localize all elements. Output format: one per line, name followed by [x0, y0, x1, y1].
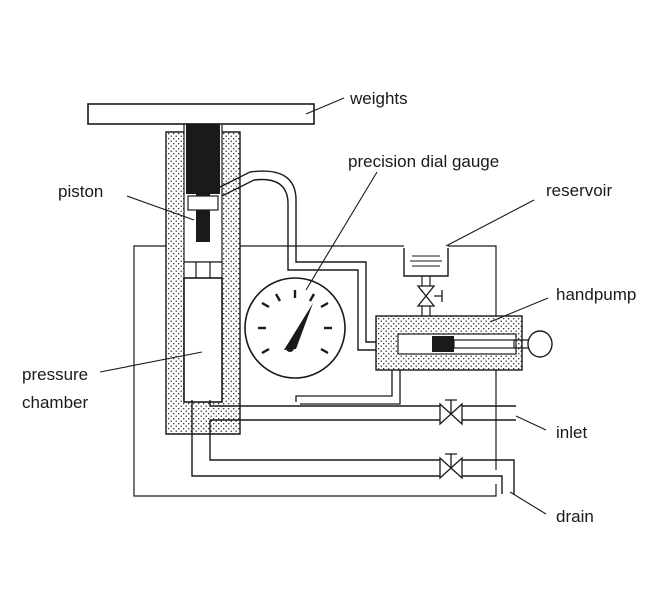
label-piston: piston — [58, 182, 103, 201]
handpump-handle — [527, 330, 553, 358]
reservoir-fluid — [410, 255, 442, 267]
base-outline — [133, 245, 497, 497]
weights-platform — [87, 103, 315, 125]
label-chamber: chamber — [22, 393, 88, 412]
label-inlet: inlet — [556, 423, 587, 442]
gauge-needle — [284, 303, 313, 350]
reservoir — [403, 248, 449, 277]
gauge-ticks — [258, 290, 332, 355]
drain-pipe — [191, 400, 515, 494]
handpump-plunger — [432, 336, 454, 352]
reservoir-valve — [416, 285, 436, 307]
label-weights: weights — [349, 89, 408, 108]
label-drain: drain — [556, 507, 594, 526]
label-reservoir: reservoir — [546, 181, 612, 200]
piston-collar — [187, 195, 219, 211]
inlet-pipe — [209, 400, 516, 421]
piston — [186, 124, 220, 242]
label-pressure: pressure — [22, 365, 88, 384]
label-precision-dial-gauge: precision dial gauge — [348, 152, 499, 171]
leader-lines — [99, 97, 549, 515]
dial-gauge — [244, 277, 346, 379]
label-handpump: handpump — [556, 285, 636, 304]
gauge-tube — [217, 170, 398, 343]
pressure-chamber — [183, 277, 223, 403]
